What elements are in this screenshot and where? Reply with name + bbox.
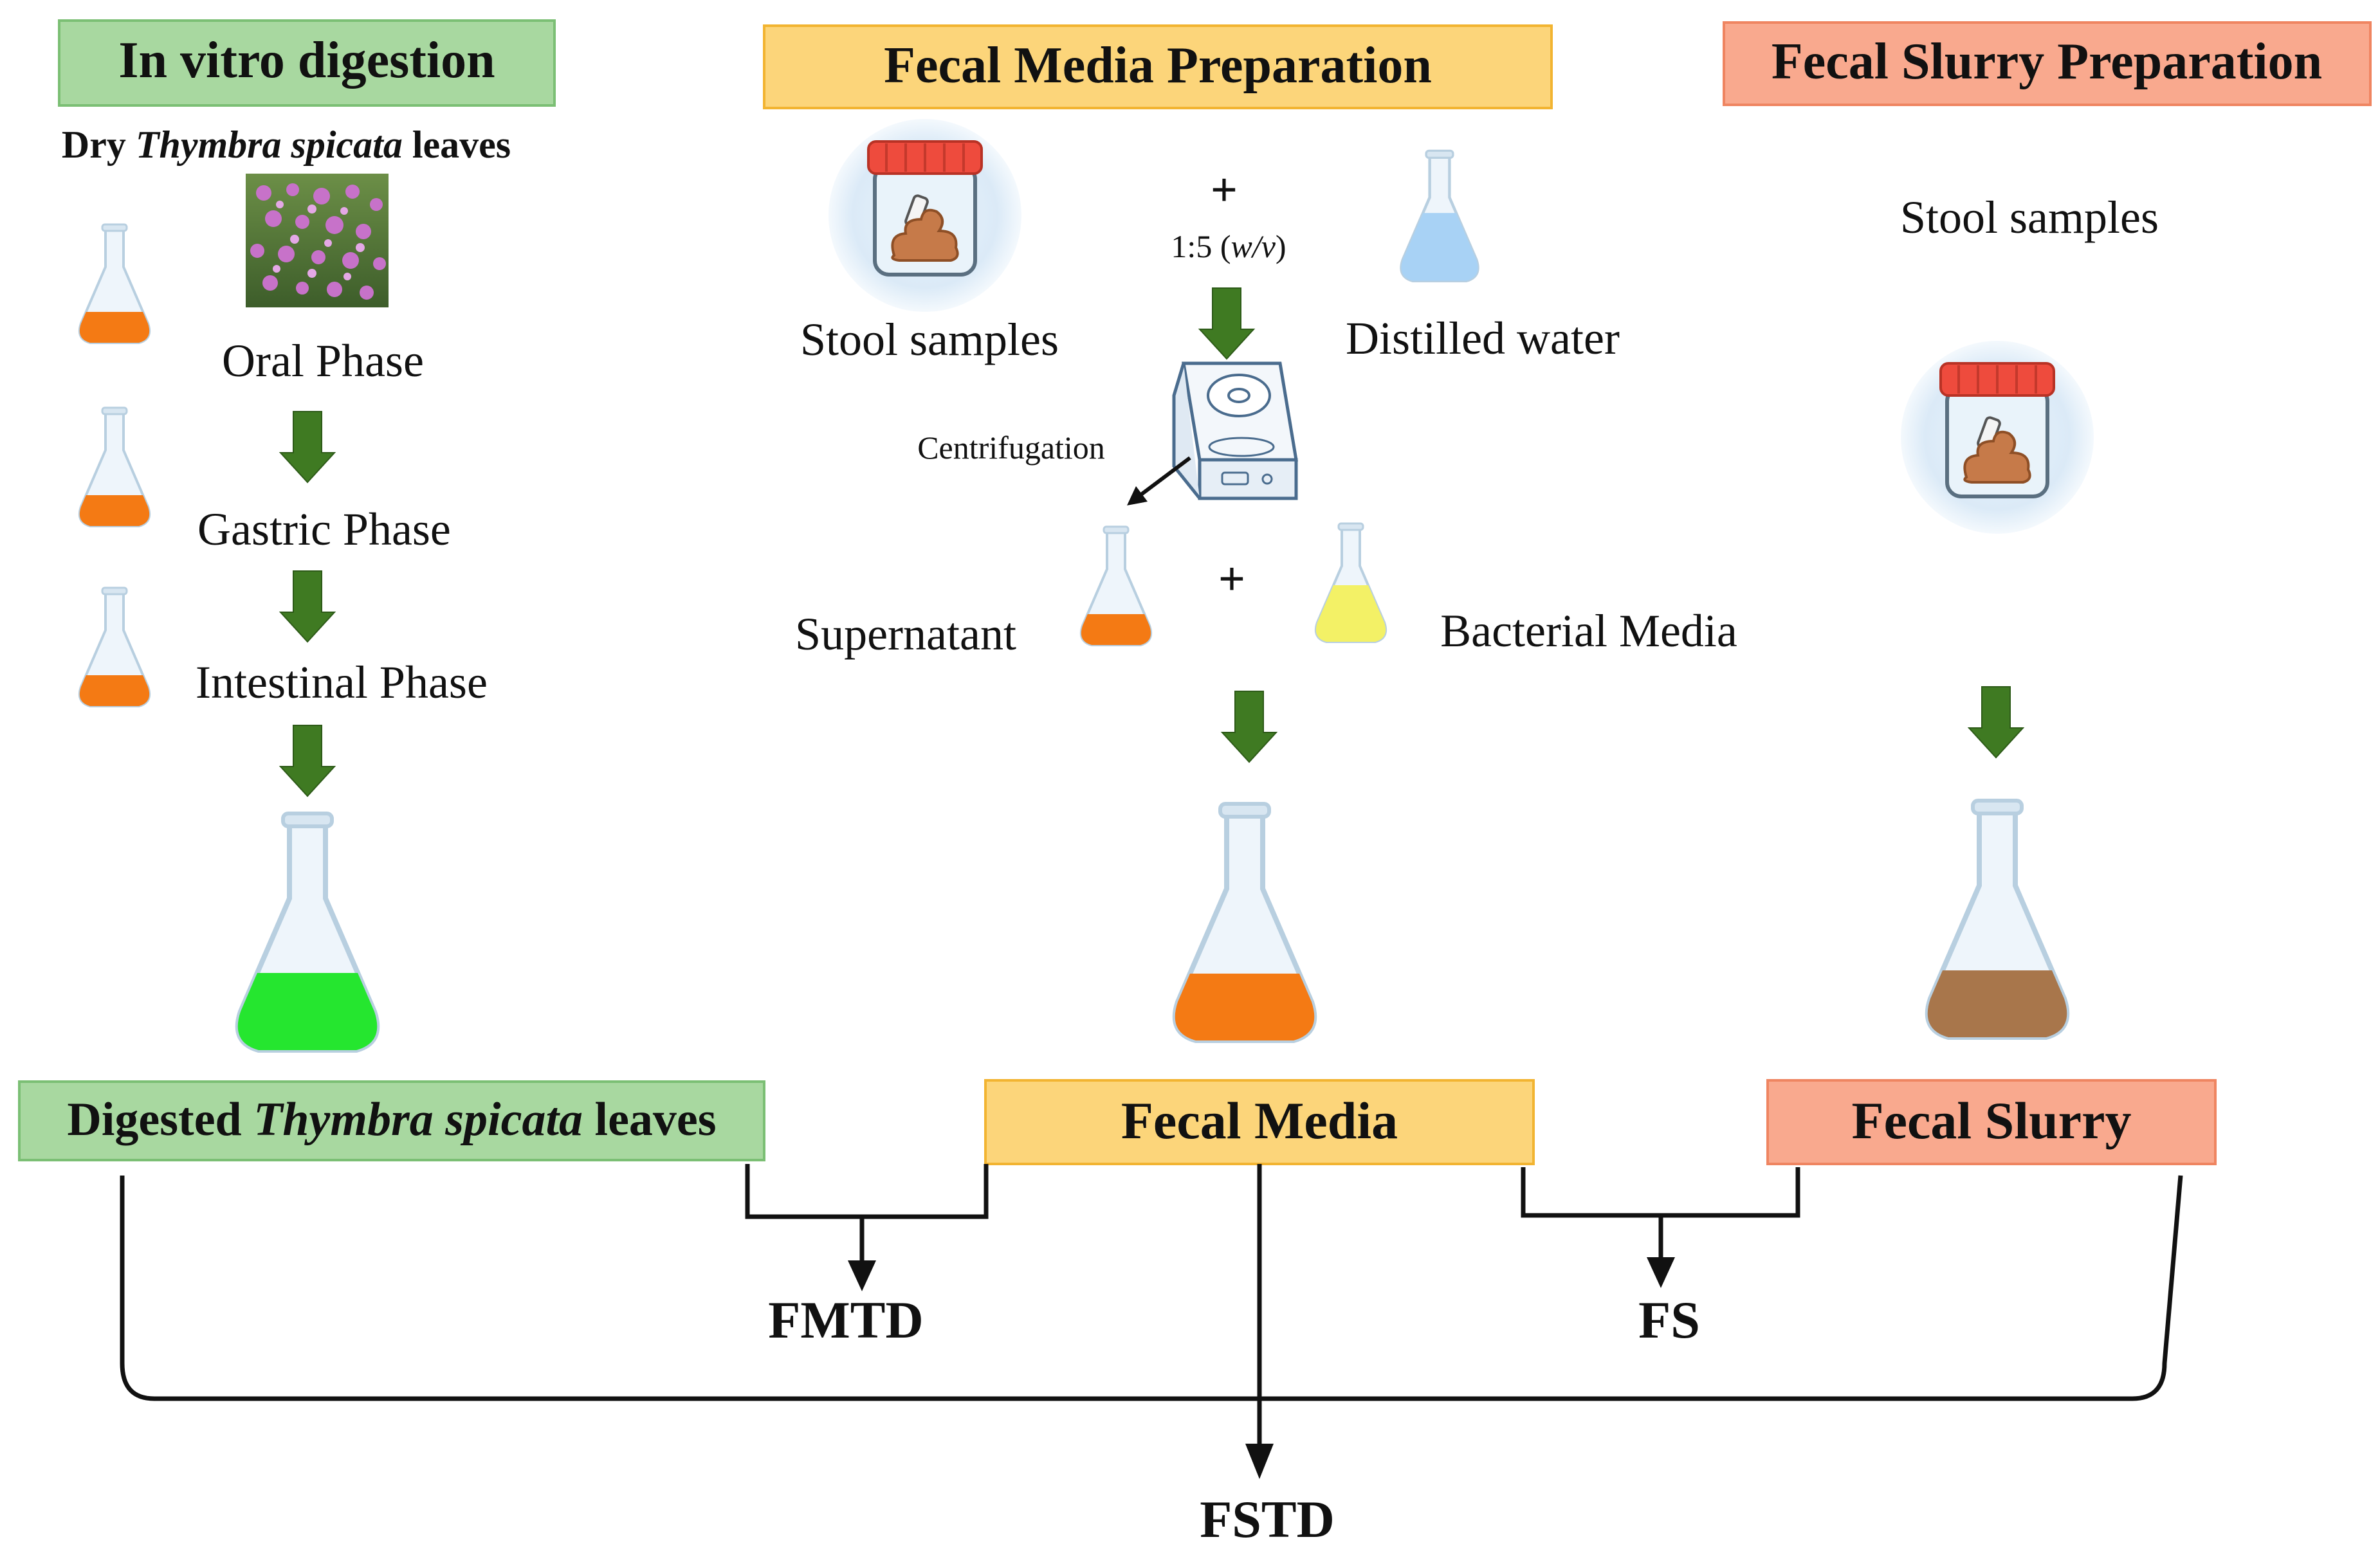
ratio-label: 1:5 (w/v) <box>1171 228 1286 264</box>
plant-photo-icon <box>246 174 389 307</box>
digestion-header-box <box>58 19 556 107</box>
fmtd-arrowhead-icon <box>848 1260 876 1291</box>
fecal-media-result-box <box>984 1079 1535 1165</box>
down-arrow-icon <box>280 411 335 483</box>
centrifugation-label: Centrifugation <box>917 430 1105 466</box>
stool-jar-icon <box>1901 341 2094 534</box>
down-arrow-icon <box>1222 691 1277 763</box>
gastric-phase-label: Gastric Phase <box>197 504 451 555</box>
down-arrow-icon <box>280 570 335 642</box>
stool-samples-label: Stool samples <box>1900 192 2159 243</box>
centrifugation-arrow-icon <box>1127 456 1191 505</box>
fmtd-output-label: FMTD <box>768 1291 923 1349</box>
stool-samples-label: Stool samples <box>800 314 1059 365</box>
distilled-water-flask-icon <box>1390 150 1489 291</box>
intestinal-phase-label: Intestinal Phase <box>196 657 488 708</box>
fecal-media-header: Fecal Media Preparation <box>884 37 1432 94</box>
gastric-phase-flask-icon <box>78 406 151 527</box>
fmtd-bracket <box>745 1164 989 1219</box>
digested-result-box <box>18 1080 765 1161</box>
fecal-slurry-header-box <box>1723 21 2372 106</box>
digested-result-label: Digested Thymbra spicata leaves <box>67 1093 716 1146</box>
digested-flask-icon <box>217 813 398 1063</box>
connectors <box>120 1164 2183 1447</box>
fs-output-label: FS <box>1638 1291 1700 1349</box>
fstd-bracket <box>120 1175 2183 1401</box>
fecal-slurry-column: Fecal Slurry Preparation Stool samples F… <box>1723 21 2372 1165</box>
centrifuge-icon <box>1172 361 1298 500</box>
fecal-slurry-result-label: Fecal Slurry <box>1852 1091 2132 1150</box>
digestion-header: In vitro digestion <box>118 32 495 89</box>
fstd-output-label: FSTD <box>1200 1490 1335 1548</box>
distilled-water-label: Distilled water <box>1346 313 1620 364</box>
fecal-slurry-flask-icon <box>1907 801 2087 1060</box>
fstd-arrowhead-icon <box>1245 1444 1274 1479</box>
fecal-media-result-label: Fecal Media <box>1121 1091 1398 1150</box>
plus-sign: + <box>1218 553 1245 606</box>
fecal-media-column: Fecal Media Preparation Stool samples + … <box>763 24 1737 1165</box>
oral-phase-flask-icon <box>78 223 151 344</box>
plus-sign: + <box>1211 164 1238 217</box>
down-arrow-icon <box>280 725 335 797</box>
supernatant-flask-icon <box>1079 525 1153 646</box>
fecal-slurry-header: Fecal Slurry Preparation <box>1771 33 2322 90</box>
plant-material-label: Dry Thymbra spicata leaves <box>62 123 511 166</box>
oral-phase-label: Oral Phase <box>222 335 424 386</box>
digestion-column: In vitro digestion Dry Thymbra spicata l… <box>18 19 765 1161</box>
fs-arrowhead-icon <box>1647 1257 1675 1288</box>
supernatant-label: Supernatant <box>795 608 1016 660</box>
down-arrow-icon <box>1199 287 1254 359</box>
fs-bracket <box>1521 1167 1800 1218</box>
connector-arrowheads <box>848 1257 1675 1479</box>
bacterial-media-label: Bacterial Media <box>1440 605 1737 657</box>
down-arrow-icon <box>1968 686 2024 758</box>
fecal-slurry-result-box <box>1766 1079 2217 1165</box>
intestinal-phase-flask-icon <box>78 586 151 707</box>
fecal-media-header-box <box>763 24 1553 109</box>
bacterial-media-flask-icon <box>1314 522 1387 643</box>
stool-jar-icon <box>828 119 1021 312</box>
fecal-media-flask-icon <box>1155 804 1335 1064</box>
